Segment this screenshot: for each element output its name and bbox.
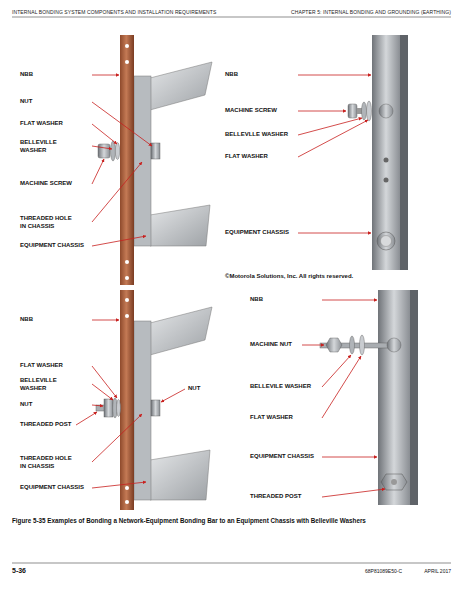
part-label: EQUIPMENT CHASSIS [225, 229, 289, 237]
part-label: NUT [20, 401, 32, 409]
part-label: NUT [188, 385, 200, 393]
part-label: MACHINE NUT [250, 341, 292, 349]
part-label: THREADED HOLE IN CHASSIS [20, 215, 76, 230]
part-label: EQUIPMENT CHASSIS [250, 453, 314, 461]
part-label: FLAT WASHER [20, 120, 63, 128]
running-header: CHAPTER 5: INTERNAL BONDING AND GROUNDIN… [291, 9, 451, 15]
part-label: EQUIPMENT CHASSIS [20, 484, 84, 492]
copyright-note: ©Motorola Solutions, Inc. All rights res… [225, 273, 353, 281]
part-label: MACHINE SCREW [20, 180, 72, 188]
page-number: 5-36 [12, 567, 26, 576]
part-label: NBB [225, 71, 238, 79]
part-label: THREADED POST [250, 493, 301, 501]
part-label: NBB [20, 316, 33, 324]
part-label: FLAT WASHER [20, 362, 63, 370]
part-label: FLAT WASHER [250, 414, 293, 422]
running-header: INTERNAL BONDING SYSTEM COMPONENTS AND I… [12, 9, 216, 15]
part-label: BELLEVLLE WASHER [225, 131, 288, 139]
part-label: BELLEVILE WASHER [250, 383, 311, 391]
part-label: BELLEVILLE WASHER [20, 139, 60, 154]
part-label: MACHINE SCREW [225, 107, 277, 115]
part-label: NBB [20, 71, 33, 79]
part-label: BELLEVILLE WASHER [20, 377, 60, 392]
part-label: NBB [250, 296, 263, 304]
publication-date: APRIL 2017 [424, 568, 451, 574]
part-label: NUT [20, 98, 32, 106]
part-label: THREADED POST [20, 421, 71, 429]
part-label: EQUIPMENT CHASSIS [20, 242, 84, 250]
part-label: FLAT WASHER [225, 153, 268, 161]
figure-caption: Figure 5-35 Examples of Bonding a Networ… [12, 517, 452, 525]
part-label: THREADED HOLE IN CHASSIS [20, 455, 76, 470]
document-number: 68P81089E50-C [365, 568, 402, 574]
